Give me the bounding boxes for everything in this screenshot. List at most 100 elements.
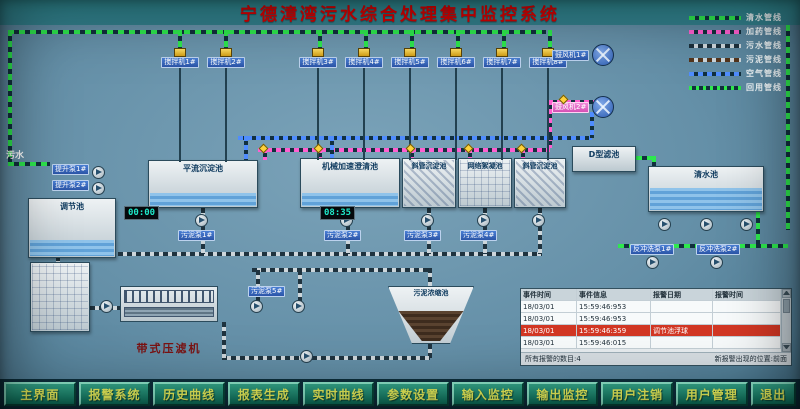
blower-fan-icon[interactable] [592,96,615,118]
press-belt [124,307,214,317]
alarm-row[interactable]: 18/03/01 15:59:46:953 [521,313,781,325]
sludge-pump-icon[interactable] [477,214,490,227]
lift-pump-icon[interactable] [92,166,105,179]
legend-row: 加药管线 [689,26,782,37]
water [650,188,762,210]
lift-pump-icon[interactable] [92,182,105,195]
backwash-pump1-label: 反冲洗泵1# [630,244,675,255]
mixer-unit-3: 搅拌机3# [296,48,340,160]
tank-label: 斜管沉淀池 [522,162,558,170]
nav-output-monitor[interactable]: 输出监控 [526,382,599,406]
sludge-pump-icon[interactable] [300,350,313,363]
mixer-motor-icon[interactable] [358,48,370,57]
alarm-table-grid: 事件时间 事件信息 报警日期 报警时间 18/03/01 15:59:46:95… [521,289,782,352]
mixer-motor-icon[interactable] [312,48,324,57]
water-pump-icon[interactable] [658,218,671,231]
tank-regulating: 调节池 [28,198,116,258]
alarm-cell: 15:59:46:359 [577,325,651,336]
sludge-pump-icon[interactable] [292,300,305,313]
alarm-row[interactable]: 18/03/01 15:59:46:015 [521,337,781,349]
scroll-track[interactable] [782,314,791,343]
alarm-cell: 调节池浮球 [651,325,713,336]
tank-inclined-sedimentation-1: 斜管沉淀池 [402,158,456,208]
alarm-table-header: 事件时间 事件信息 报警日期 报警时间 [521,289,781,301]
air-line-icon [689,71,741,76]
mixer-motor-icon[interactable] [404,48,416,57]
nav-main-screen[interactable]: 主界面 [4,382,76,406]
tank-label: 网络絮凝池 [467,162,503,170]
alarm-table-scrollbar[interactable] [782,289,791,352]
blower-fan-icon[interactable] [592,44,615,66]
nav-exit[interactable]: 退出 [750,382,796,406]
sludge-pump5-label: 污泥泵5# [248,286,286,297]
mixer-unit-1: 搅拌机1# [158,48,202,162]
sludge-pump-icon[interactable] [195,214,208,227]
mixer-motor-icon[interactable] [174,48,186,57]
tank-sludge-thickener: 污泥浓缩池 [388,286,474,344]
lift-pump2-label: 提升泵2# [52,180,90,191]
alarm-count-text: 所有报警的数目:4 [525,355,581,363]
mixer-motor-icon[interactable] [450,48,462,57]
water [30,240,114,256]
water-pump-icon[interactable] [740,218,753,231]
mixer-unit-7: 搅拌机7# [480,48,524,160]
nav-parameter-settings[interactable]: 参数设置 [377,382,449,406]
pipe-filter-out [636,156,656,160]
nav-alarm-system[interactable]: 报警系统 [78,382,151,406]
nav-user-logout[interactable]: 用户注销 [601,382,673,406]
pipe-drop [502,30,506,52]
pipe-drop [224,30,228,52]
pipe-sludge-tankfeed [56,256,60,264]
alarm-position-text: 新报警出现的位置:前面 [714,355,787,363]
sludge-pump-icon[interactable] [250,300,263,313]
mixer-shaft [547,68,549,160]
mixer-shaft [317,68,319,160]
backwash-pump-icon[interactable] [710,256,723,269]
nav-history-curve[interactable]: 历史曲线 [153,382,225,406]
mixer-label: 搅拌机5# [391,57,429,68]
pipe-clean-left [8,30,12,162]
water-pump-icon[interactable] [700,218,713,231]
tank-horizontal-sedimentation: 平流沉淀池 [148,160,258,208]
nav-report-generate[interactable]: 报表生成 [227,382,300,406]
nav-input-monitor[interactable]: 输入监控 [451,382,524,406]
pipe-legend: 清水管线 加药管线 污水管线 污泥管线 空气管线 回用管线 [689,12,782,93]
tank-pattern [460,160,510,206]
tank-pattern [404,160,454,206]
column-header: 事件信息 [577,289,651,300]
scroll-up-icon[interactable] [782,289,791,298]
sludge-pump-icon[interactable] [421,214,434,227]
sludge-pump-icon[interactable] [100,300,113,313]
sludge-pump1-label: 污泥泵1# [178,230,216,241]
backwash-pump-icon[interactable] [646,256,659,269]
pipe-air-drop [330,136,334,160]
alarm-status-bar: 所有报警的数目:4 新报警出现的位置:前面 [521,352,791,365]
legend-label: 空气管线 [746,69,782,78]
nav-user-manage[interactable]: 用户管理 [675,382,748,406]
tank-mechanical-clarifier: 机械加速澄清池 [300,158,400,208]
legend-label: 回用管线 [746,83,782,92]
mixer-motor-icon[interactable] [496,48,508,57]
sludge-pump-icon[interactable] [532,214,545,227]
alarm-row-active[interactable]: 18/03/01 15:59:46:359 调节池浮球 [521,325,781,337]
scroll-down-icon[interactable] [782,343,791,352]
legend-row: 空气管线 [689,68,782,79]
alarm-cell [713,301,781,312]
scroll-thumb[interactable] [783,299,790,313]
mixer-motor-icon[interactable] [220,48,232,57]
mixer-unit-4: 搅拌机4# [342,48,386,160]
tank-clear-water: 清水池 [648,166,764,212]
legend-label: 加药管线 [746,27,782,36]
pipe-sludge-transfer [252,268,430,272]
legend-label: 污泥管线 [746,55,782,64]
alarm-row[interactable]: 18/03/01 15:59:46:953 [521,301,781,313]
alarm-cell [713,313,781,324]
alarm-cell: 15:59:46:015 [577,337,651,348]
mixer-label: 搅拌机4# [345,57,383,68]
nav-realtime-curve[interactable]: 实时曲线 [302,382,375,406]
mixer-unit-2: 搅拌机2# [204,48,248,162]
pipe-drop [318,30,322,52]
mixer-shaft [225,68,227,162]
alarm-cell: 18/03/01 [521,313,577,324]
